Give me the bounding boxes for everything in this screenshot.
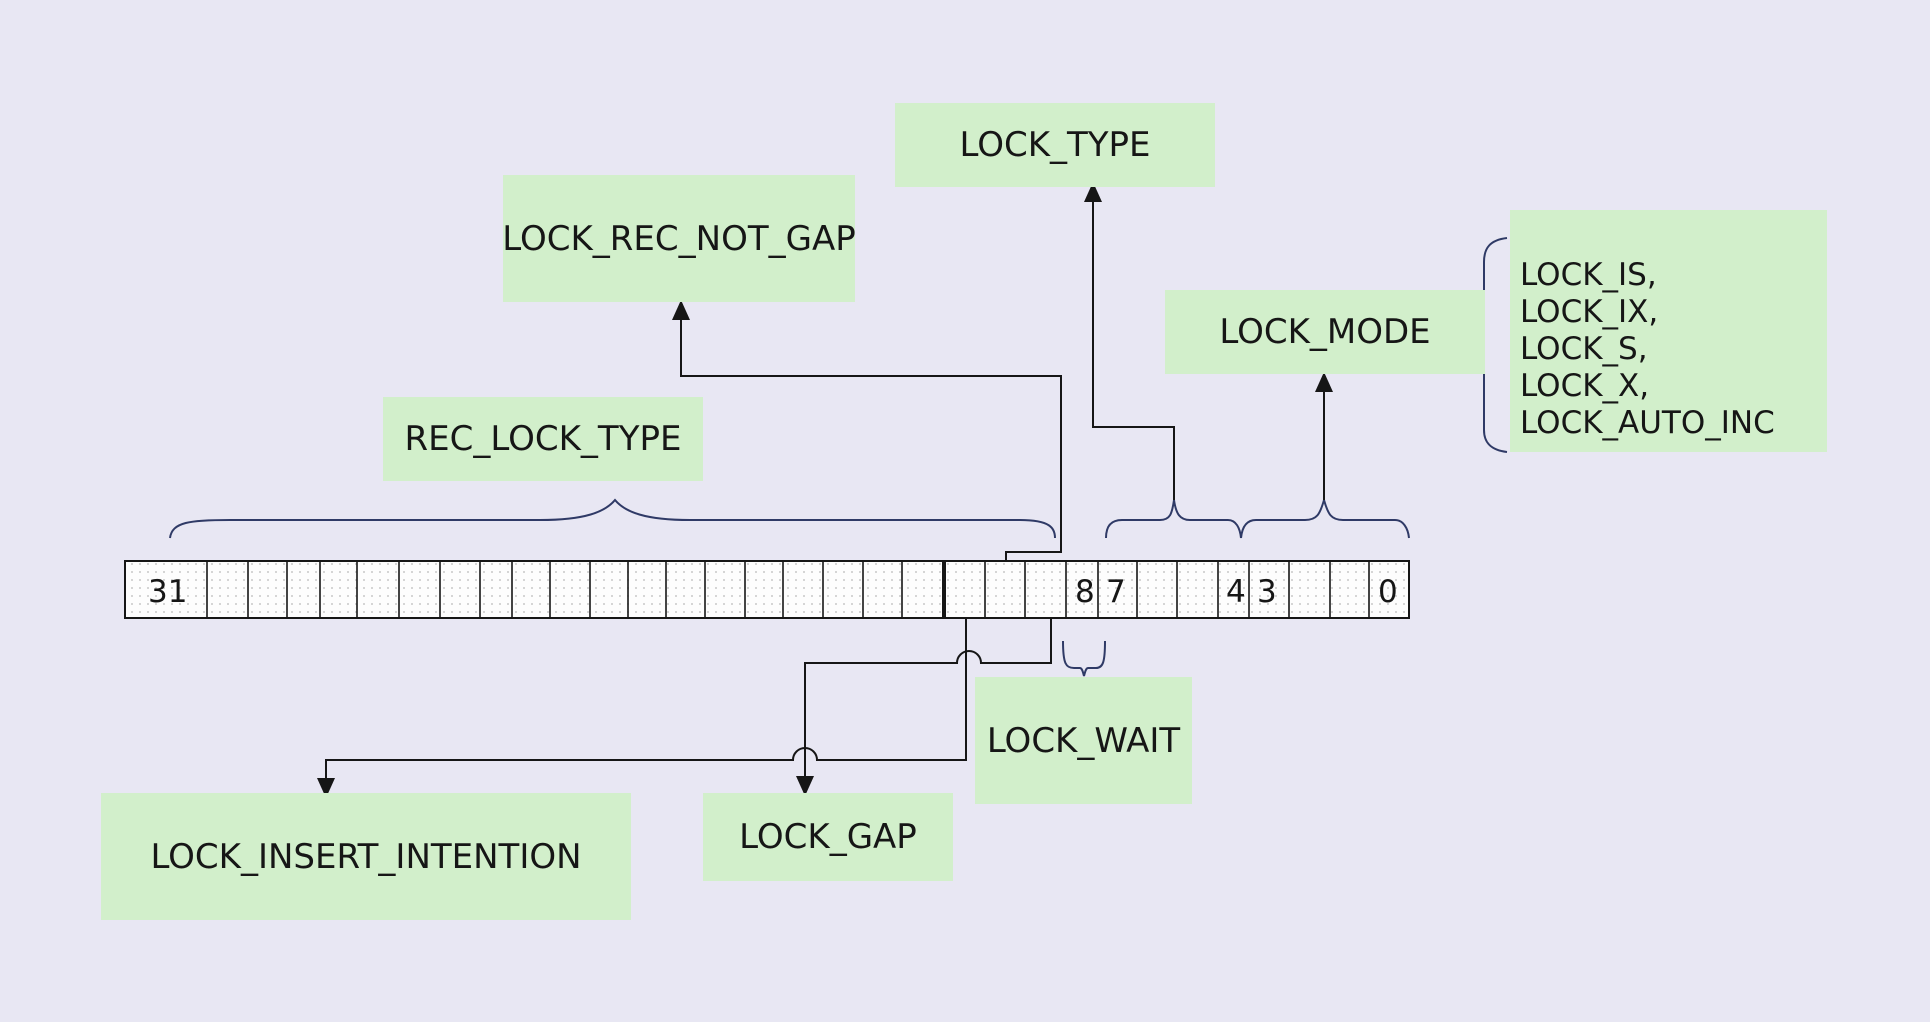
bit-register	[124, 560, 1410, 619]
bit-0-label: 0	[1378, 574, 1398, 610]
lock-mode-values-box: LOCK_IS, LOCK_IX, LOCK_S, LOCK_X, LOCK_A…	[1510, 210, 1827, 452]
lock-mode-brace	[1240, 496, 1410, 539]
lock-mode-value: LOCK_IX,	[1520, 294, 1659, 330]
lock-type-arrowhead	[1084, 182, 1102, 202]
rec-not-gap-connector	[680, 318, 1062, 561]
bit-8-label: 8	[1075, 574, 1095, 610]
lock-mode-value: LOCK_IS,	[1520, 257, 1657, 293]
lock-type-label-box: LOCK_TYPE	[895, 103, 1215, 187]
lock-mode-label: LOCK_MODE	[1219, 312, 1431, 352]
bit-7-label: 7	[1106, 574, 1126, 610]
lock-rec-not-gap-label-box: LOCK_REC_NOT_GAP	[502, 175, 856, 302]
rec-lock-type-label-box: REC_LOCK_TYPE	[383, 397, 703, 481]
rec-lock-type-label: REC_LOCK_TYPE	[404, 419, 682, 459]
lock-type-connector	[1092, 198, 1175, 500]
lock-mode-value: LOCK_S,	[1520, 331, 1648, 367]
lock-gap-label-box: LOCK_GAP	[703, 793, 953, 881]
lock-insert-intention-label: LOCK_INSERT_INTENTION	[150, 836, 582, 877]
lock-wait-label-box: LOCK_WAIT	[975, 677, 1192, 804]
lock-mode-value: LOCK_AUTO_INC	[1520, 405, 1775, 441]
lock-insert-intention-connector	[325, 618, 967, 780]
lock-mode-label-box: LOCK_MODE	[1165, 290, 1485, 374]
lock-mode-value: LOCK_X,	[1520, 368, 1650, 404]
lock-gap-arrowhead	[796, 776, 814, 796]
lock-type-brace	[1105, 499, 1242, 539]
lock-insert-intention-arrowhead	[317, 778, 335, 798]
lock-mode-arrowhead	[1315, 372, 1333, 392]
lock-wait-label: LOCK_WAIT	[986, 720, 1181, 761]
bit-4-label: 4	[1226, 574, 1246, 610]
lock-gap-label: LOCK_GAP	[739, 817, 917, 857]
bit-31-label: 31	[148, 574, 187, 610]
lock-rec-not-gap-label: LOCK_REC_NOT_GAP	[502, 218, 856, 259]
rec-lock-type-brace	[169, 498, 1056, 539]
lock-insert-intention-label-box: LOCK_INSERT_INTENTION	[101, 793, 631, 920]
rec-not-gap-arrowhead	[672, 300, 690, 320]
lock-wait-brace	[1062, 640, 1106, 677]
lock-type-label: LOCK_TYPE	[959, 125, 1151, 165]
bit-3-label: 3	[1257, 574, 1277, 610]
lock-gap-connector	[804, 618, 1052, 778]
